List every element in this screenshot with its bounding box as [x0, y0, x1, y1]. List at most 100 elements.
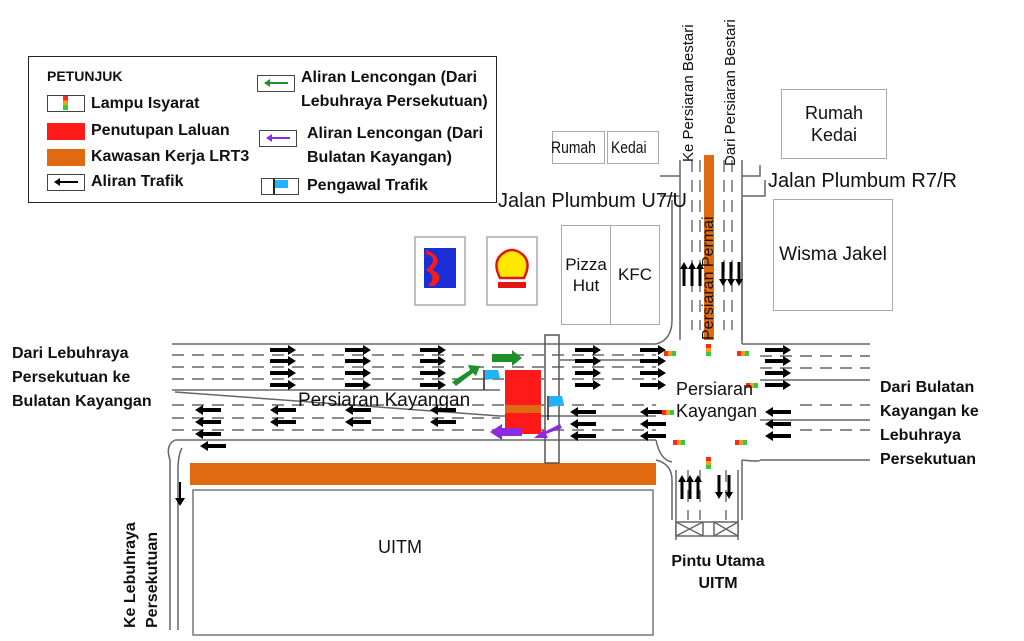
legend-label-purple-1: Aliran Lencongan (Dari	[307, 125, 484, 142]
legend-title: PETUNJUK	[47, 68, 123, 84]
black-arrow-icon	[47, 174, 85, 191]
traffic-light-icon	[681, 440, 685, 445]
traffic-arrow-w	[195, 429, 221, 439]
traffic-light-icon	[670, 410, 674, 415]
traffic-arrow-e	[640, 368, 666, 378]
traffic-arrow-w	[570, 419, 596, 429]
building-label: Wisma Jakel	[779, 244, 887, 266]
lrt3-work-zone-south	[190, 463, 656, 485]
road-label-plumbum-u7: Jalan Plumbum U7/U	[498, 190, 687, 212]
traffic-light-icon	[706, 457, 711, 461]
traffic-arrow-e	[270, 368, 296, 378]
traffic-light-icon	[745, 351, 749, 356]
traffic-arrow-e	[575, 356, 601, 366]
traffic-light-icon	[706, 352, 711, 356]
legend-label-traffic: Aliran Trafik	[91, 173, 184, 190]
legend: PETUNJUK Lampu Isyarat Penutupan Laluan …	[28, 56, 497, 203]
traffic-arrow-w	[270, 405, 296, 415]
marshal-flag-icon	[485, 370, 500, 380]
traffic-arrow-n	[680, 262, 688, 286]
traffic-arrow-e	[270, 345, 296, 355]
uitm-compound	[192, 489, 654, 636]
shell-logo	[486, 236, 538, 306]
traffic-arrow-s	[727, 262, 735, 286]
lrt3-work-zone-closure	[505, 405, 541, 413]
building-rumah: Rumah	[551, 131, 605, 164]
traffic-arrow-e	[640, 380, 666, 390]
traffic-arrow-w	[195, 405, 221, 415]
legend-label-green-1: Aliran Lencongan (Dari	[301, 69, 478, 86]
road-label-persiaran-kayangan: Persiaran Kayangan	[298, 390, 471, 411]
traffic-arrow-s	[719, 262, 727, 286]
building-label: Rumah	[551, 137, 597, 157]
traffic-light-icon	[754, 383, 758, 388]
traffic-arrow-e	[420, 380, 446, 390]
traffic-light-icon	[668, 351, 672, 356]
traffic-arrow-e	[420, 345, 446, 355]
uitm-label: UITM	[378, 537, 422, 557]
traffic-light-icon	[706, 465, 711, 469]
traffic-light-icon	[741, 351, 745, 356]
petron-logo	[414, 236, 466, 306]
traffic-light-icon	[662, 410, 666, 415]
traffic-arrow-e	[640, 345, 666, 355]
traffic-light-icon	[706, 344, 711, 348]
traffic-light-icon	[739, 440, 743, 445]
direction-to-bestari: Ke Persiaran Bestari	[680, 24, 697, 162]
traffic-arrow-e	[345, 345, 371, 355]
traffic-arrow-w	[570, 407, 596, 417]
traffic-arrow-s	[735, 262, 743, 286]
traffic-arrow-w	[345, 417, 371, 427]
marshal-flag-icon	[549, 396, 564, 407]
road-closure-swatch	[47, 123, 85, 140]
building-wisma-jakel: Wisma Jakel	[773, 199, 893, 311]
traffic-arrow-w	[345, 405, 371, 415]
traffic-arrow-s	[725, 475, 733, 499]
traffic-light-icon	[737, 351, 741, 356]
traffic-arrow-w	[430, 417, 456, 427]
traffic-arrow-e	[420, 356, 446, 366]
traffic-light-icon	[673, 440, 677, 445]
traffic-light-icon	[677, 440, 681, 445]
traffic-arrow-w	[570, 431, 596, 441]
traffic-arrow-n	[688, 262, 696, 286]
traffic-light-icon	[664, 351, 668, 356]
legend-label-marshal: Pengawal Trafik	[307, 177, 428, 194]
road-label-plumbum-r7: Jalan Plumbum R7/R	[768, 170, 957, 192]
traffic-marshal-flag-icon	[261, 178, 299, 195]
traffic-arrow-e	[345, 356, 371, 366]
traffic-arrow-e	[765, 345, 791, 355]
building-label: Kedai	[611, 137, 647, 157]
traffic-arrow-e	[575, 368, 601, 378]
traffic-arrow-e	[345, 380, 371, 390]
building-label: KFC	[618, 265, 652, 285]
legend-label-closure: Penutupan Laluan	[91, 122, 230, 139]
traffic-light-icon	[706, 348, 711, 352]
traffic-arrow-e	[270, 356, 296, 366]
traffic-light-icon	[750, 383, 754, 388]
traffic-light-icon	[735, 440, 739, 445]
traffic-arrow-e	[270, 380, 296, 390]
purple-arrow-icon	[259, 130, 297, 147]
traffic-arrow-e	[765, 368, 791, 378]
traffic-arrow-n	[694, 475, 702, 499]
road-label-persiaran-permai: Persiaran Permai	[700, 216, 717, 340]
traffic-arrow-w	[640, 431, 666, 441]
detour-green-arrows	[452, 350, 522, 386]
traffic-light-icon	[672, 351, 676, 356]
purple-detour-arrow	[534, 424, 562, 438]
direction-from-bestari: Dari Persiaran Bestari	[722, 19, 739, 166]
traffic-arrow-w	[640, 407, 666, 417]
traffic-light-icon	[743, 440, 747, 445]
traffic-marshal-1	[483, 370, 500, 390]
traffic-arrow-e	[765, 356, 791, 366]
detour-purple-arrows	[490, 424, 562, 440]
traffic-arrow-e	[575, 345, 601, 355]
work-zone-swatch	[47, 149, 85, 166]
